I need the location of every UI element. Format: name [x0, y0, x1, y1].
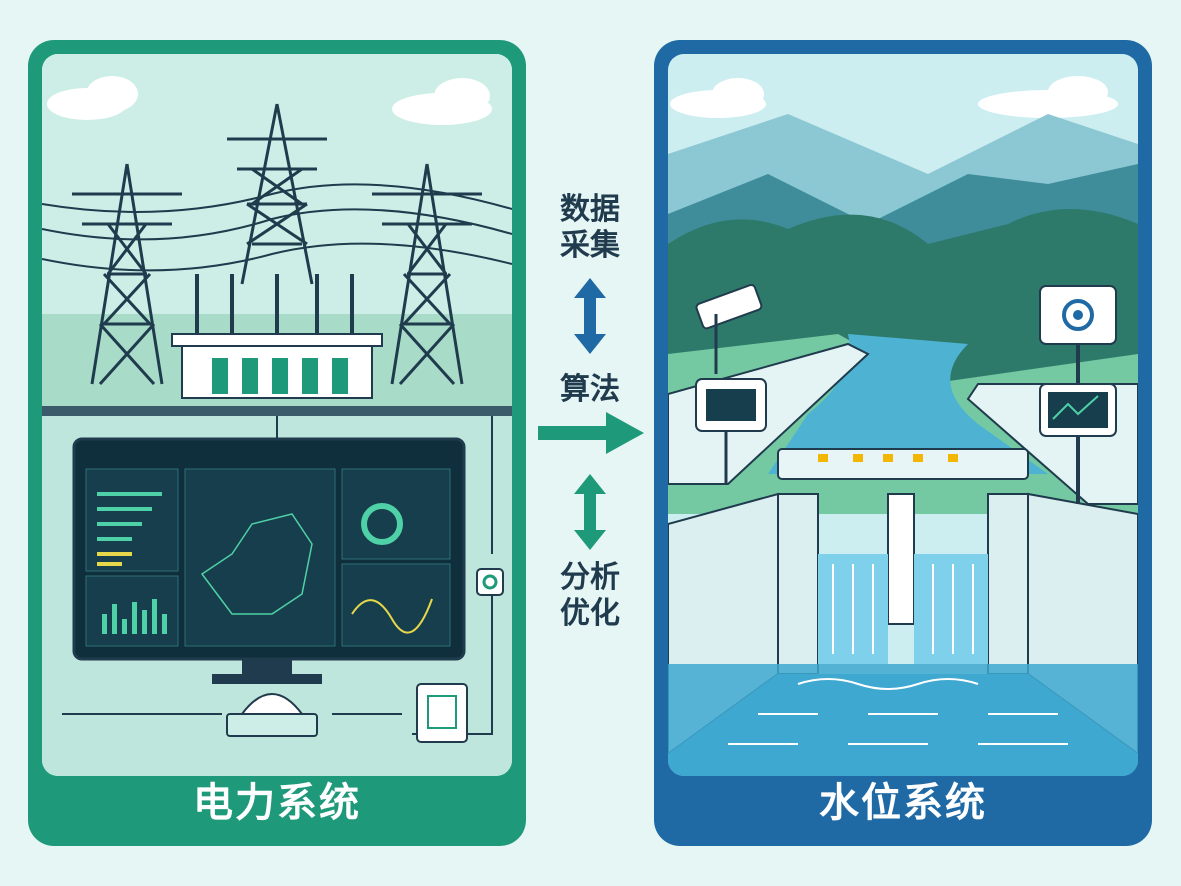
- cloud-icon: [670, 76, 1118, 118]
- power-system-title: 电力系统: [193, 780, 361, 826]
- water-level-title: 水位系统: [819, 780, 987, 826]
- camera-icon: [695, 283, 763, 374]
- sluice-gate: [777, 448, 1029, 675]
- level-sensor-icon: [1039, 285, 1117, 504]
- power-system-panel: 电力系统: [28, 40, 526, 846]
- water-level-panel: 水位系统: [654, 40, 1152, 846]
- flow-step-algorithm: 算法: [560, 372, 620, 407]
- double-arrow-icon: [574, 474, 606, 550]
- power-grid-illustration: [42, 54, 512, 776]
- cloud-icon: [47, 76, 492, 125]
- substation-building: [171, 274, 383, 399]
- right-arrow-icon: [538, 412, 644, 454]
- double-arrow-icon: [574, 278, 606, 354]
- dam-illustration: [668, 54, 1138, 776]
- flow-step-data-collection: 数据 采集: [560, 192, 620, 263]
- water-monitor-icon: [695, 378, 767, 484]
- sensor-icon: [476, 568, 504, 596]
- meter-icon: [416, 683, 468, 743]
- dashboard-monitor: [72, 437, 466, 684]
- router-icon: [226, 693, 318, 737]
- flow-step-analysis-optimization: 分析 优化: [560, 560, 620, 631]
- transmission-tower-icon: [72, 103, 482, 386]
- process-flow: 数据 采集 算法 分析 优化: [526, 0, 654, 886]
